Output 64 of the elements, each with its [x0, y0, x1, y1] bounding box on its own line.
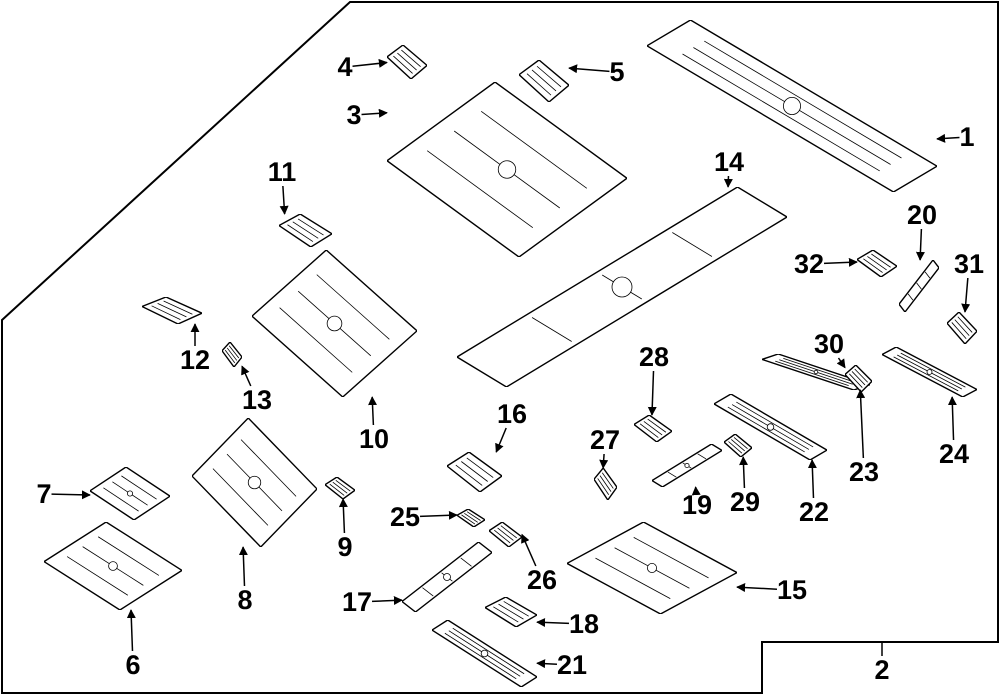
leader-line [961, 278, 970, 313]
leader-line [238, 546, 248, 586]
callout-number: 8 [237, 586, 253, 614]
callout-number: 25 [390, 503, 420, 531]
leader-line [280, 186, 289, 215]
leader-line [692, 486, 701, 496]
callout-number: 27 [590, 426, 620, 454]
leader-line [599, 454, 608, 469]
leader-line [536, 618, 569, 627]
leader-line [352, 58, 388, 68]
leader-line [536, 659, 558, 668]
callout-number: 21 [556, 651, 588, 679]
leader-line [372, 596, 403, 605]
leader-line [648, 370, 657, 416]
leader-line [724, 176, 733, 188]
leader-line [521, 534, 537, 566]
leader-line [836, 358, 846, 368]
callout-number: 13 [242, 386, 272, 414]
callout-number: 31 [954, 250, 984, 278]
callout-number: 22 [798, 498, 830, 526]
callout-number: 5 [609, 58, 625, 86]
callout-number: 11 [268, 158, 296, 186]
leader-line [368, 396, 378, 426]
callout-number: 29 [730, 488, 760, 516]
leader-line [808, 459, 817, 498]
leader-line [568, 64, 610, 74]
callout-number: 6 [125, 651, 141, 679]
callout-number: 16 [496, 400, 528, 428]
leader-line [52, 490, 91, 500]
leader-line [126, 609, 136, 652]
callout-number: 19 [682, 491, 712, 519]
leader-line [856, 389, 866, 458]
callout-number: 10 [358, 425, 390, 453]
callout-number: 2 [874, 656, 890, 684]
callout-number: 3 [346, 101, 362, 129]
callout-number: 12 [180, 346, 210, 374]
leader-line [736, 583, 778, 592]
leader-line [190, 323, 200, 346]
leader-line [361, 108, 388, 118]
leader-line [338, 498, 348, 534]
callout-number: 20 [906, 201, 938, 229]
callout-number: 14 [714, 148, 744, 176]
callout-number: 18 [568, 610, 600, 638]
callout-number: 15 [776, 576, 808, 604]
leader-line [739, 456, 748, 488]
callout-number: 28 [638, 343, 670, 371]
callout-number: 17 [342, 588, 372, 616]
callout-number: 23 [848, 458, 880, 486]
leader-line [241, 365, 252, 386]
leader-line [495, 428, 507, 453]
callout-number: 1 [959, 123, 975, 151]
callout-number: 32 [794, 250, 824, 278]
callout-number: 4 [337, 53, 353, 81]
callout-number: 30 [814, 330, 844, 358]
leader-line [948, 396, 957, 440]
leader-line [824, 258, 858, 267]
leader-line [881, 642, 883, 656]
leader-line [936, 134, 960, 143]
leader-line [916, 228, 925, 261]
leader-line [420, 510, 458, 520]
callout-number: 7 [36, 480, 52, 508]
callout-number: 26 [526, 566, 558, 594]
callout-number: 24 [938, 440, 970, 468]
callout-number: 9 [337, 533, 353, 561]
